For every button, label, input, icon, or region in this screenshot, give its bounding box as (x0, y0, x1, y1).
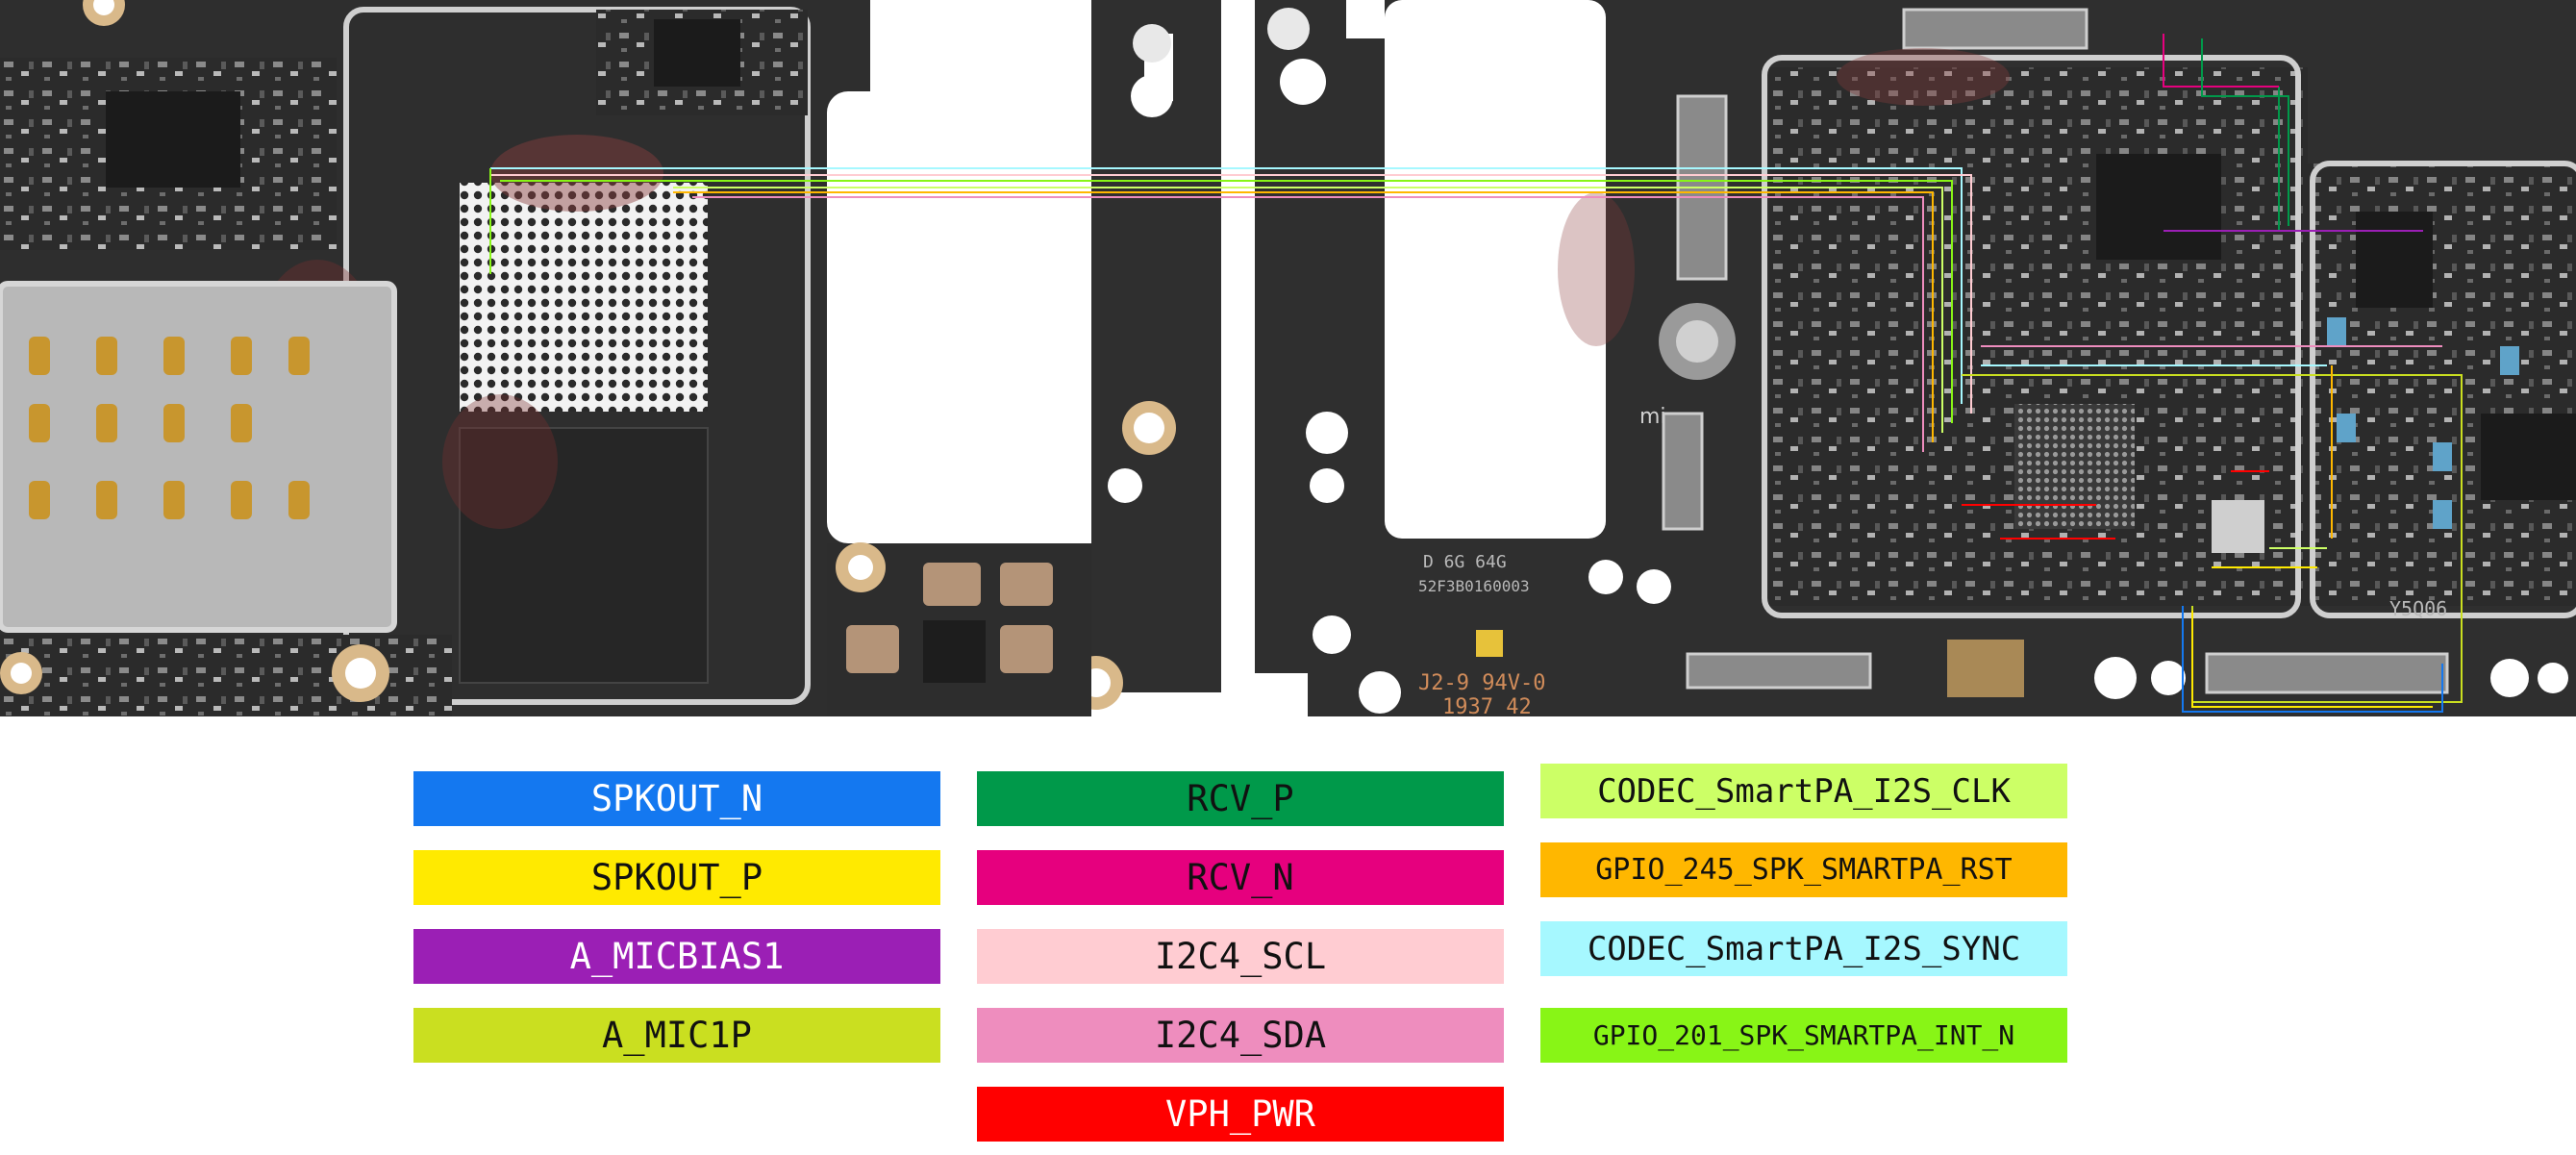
pcb-board-image: D 6G 64G 52F3B0160003 Y5Q06 J2-9 94V-0 1… (0, 0, 2576, 721)
right-board: D 6G 64G 52F3B0160003 Y5Q06 J2-9 94V-0 1… (1255, 0, 2576, 719)
silkscreen-marking-3: J2-9 94V-0 (1418, 671, 1545, 695)
legend-chip-spkout-p: SPKOUT_P (413, 850, 940, 905)
left-board (0, 0, 1221, 721)
trace-lines (489, 34, 2463, 713)
legend-chip-a-micbias1: A_MICBIAS1 (413, 929, 940, 984)
legend-chip-vph-pwr: VPH_PWR (977, 1087, 1504, 1142)
legend-chip-i2c4-scl: I2C4_SCL (977, 929, 1504, 984)
legend-chip-gpio-201-spk-smartpa-int-n: GPIO_201_SPK_SMARTPA_INT_N (1540, 1008, 2067, 1063)
legend-chip-rcv-n: RCV_N (977, 850, 1504, 905)
legend-chip-gpio-245-spk-smartpa-rst: GPIO_245_SPK_SMARTPA_RST (1540, 842, 2067, 897)
legend-chip-codec-smartpa-i2s-sync: CODEC_SmartPA_I2S_SYNC (1540, 921, 2067, 976)
legend-chip-codec-smartpa-i2s-clk: CODEC_SmartPA_I2S_CLK (1540, 764, 2067, 818)
legend-chip-a-mic1p: A_MIC1P (413, 1008, 940, 1063)
silkscreen-marking-4: 1937 42 (1442, 695, 1532, 719)
silkscreen-marking-2: 52F3B0160003 (1418, 577, 1530, 595)
brand-logo: mi (1639, 405, 1666, 429)
silkscreen-marking-1: D 6G 64G (1423, 552, 1507, 572)
silkscreen-marking-5: Y5Q06 (2389, 597, 2447, 620)
legend-chip-i2c4-sda: I2C4_SDA (977, 1008, 1504, 1063)
legend-chip-spkout-n: SPKOUT_N (413, 771, 940, 826)
legend-chip-rcv-p: RCV_P (977, 771, 1504, 826)
